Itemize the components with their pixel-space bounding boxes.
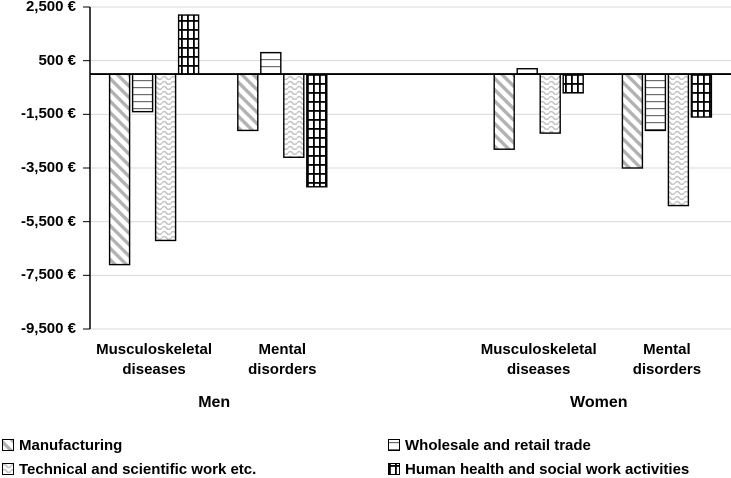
bar-human-health-women-mental — [690, 73, 713, 118]
y-axis-tick-label: 500 € — [38, 51, 76, 69]
y-axis-tick-label: 2,500 € — [25, 0, 76, 15]
bar-wholesale-retail-women-mental — [644, 73, 667, 132]
y-axis-tick-label: -3,500 € — [20, 159, 76, 176]
bar-manufacturing-women-mental — [621, 73, 644, 169]
legend-swatch-diagonal-icon — [2, 439, 14, 451]
legend-item-human-health: Human health and social work activities — [388, 460, 690, 478]
y-axis-tick-label: -7,500 € — [20, 266, 76, 284]
gender-label-men: Men — [198, 394, 231, 411]
legend-swatch-plaid-icon — [388, 463, 400, 475]
bar-manufacturing-men-musculoskeletal — [108, 73, 131, 266]
legend-label-manufacturing: Manufacturing — [19, 436, 123, 454]
bar-technical-scientific-women-musculoskeletal — [539, 73, 561, 134]
bar-technical-scientific-women-mental — [667, 73, 690, 207]
legend-label-technical-scientific: Technical and scientific work etc. — [19, 460, 257, 478]
bar-human-health-men-musculoskeletal — [177, 14, 200, 75]
legend-item-technical-scientific: Technical and scientific work etc. — [2, 460, 257, 478]
y-axis-tick-label: -5,500 € — [20, 212, 76, 230]
bar-wholesale-retail-men-musculoskeletal — [131, 73, 154, 113]
legend-swatch-wave-icon — [2, 463, 14, 475]
bar-human-health-women-musculoskeletal — [562, 73, 584, 94]
legend-label-human-health: Human health and social work activities — [405, 460, 690, 478]
bar-manufacturing-men-mental — [237, 73, 259, 132]
bar-wholesale-retail-men-mental — [260, 51, 282, 75]
legend-label-wholesale-retail: Wholesale and retail trade — [405, 436, 591, 454]
bar-human-health-men-mental — [306, 73, 328, 188]
y-axis-tick-label: -9,500 € — [20, 320, 76, 337]
legend-item-wholesale-retail: Wholesale and retail trade — [388, 436, 591, 454]
y-axis-tick-label: -1,500 € — [20, 105, 76, 123]
gender-label-women: Women — [570, 394, 628, 411]
legend-item-manufacturing: Manufacturing — [2, 436, 123, 454]
bar-manufacturing-women-musculoskeletal — [493, 73, 515, 150]
bar-technical-scientific-men-musculoskeletal — [154, 73, 177, 242]
legend-swatch-horizontal-icon — [388, 439, 400, 451]
bar-technical-scientific-men-mental — [283, 73, 305, 158]
